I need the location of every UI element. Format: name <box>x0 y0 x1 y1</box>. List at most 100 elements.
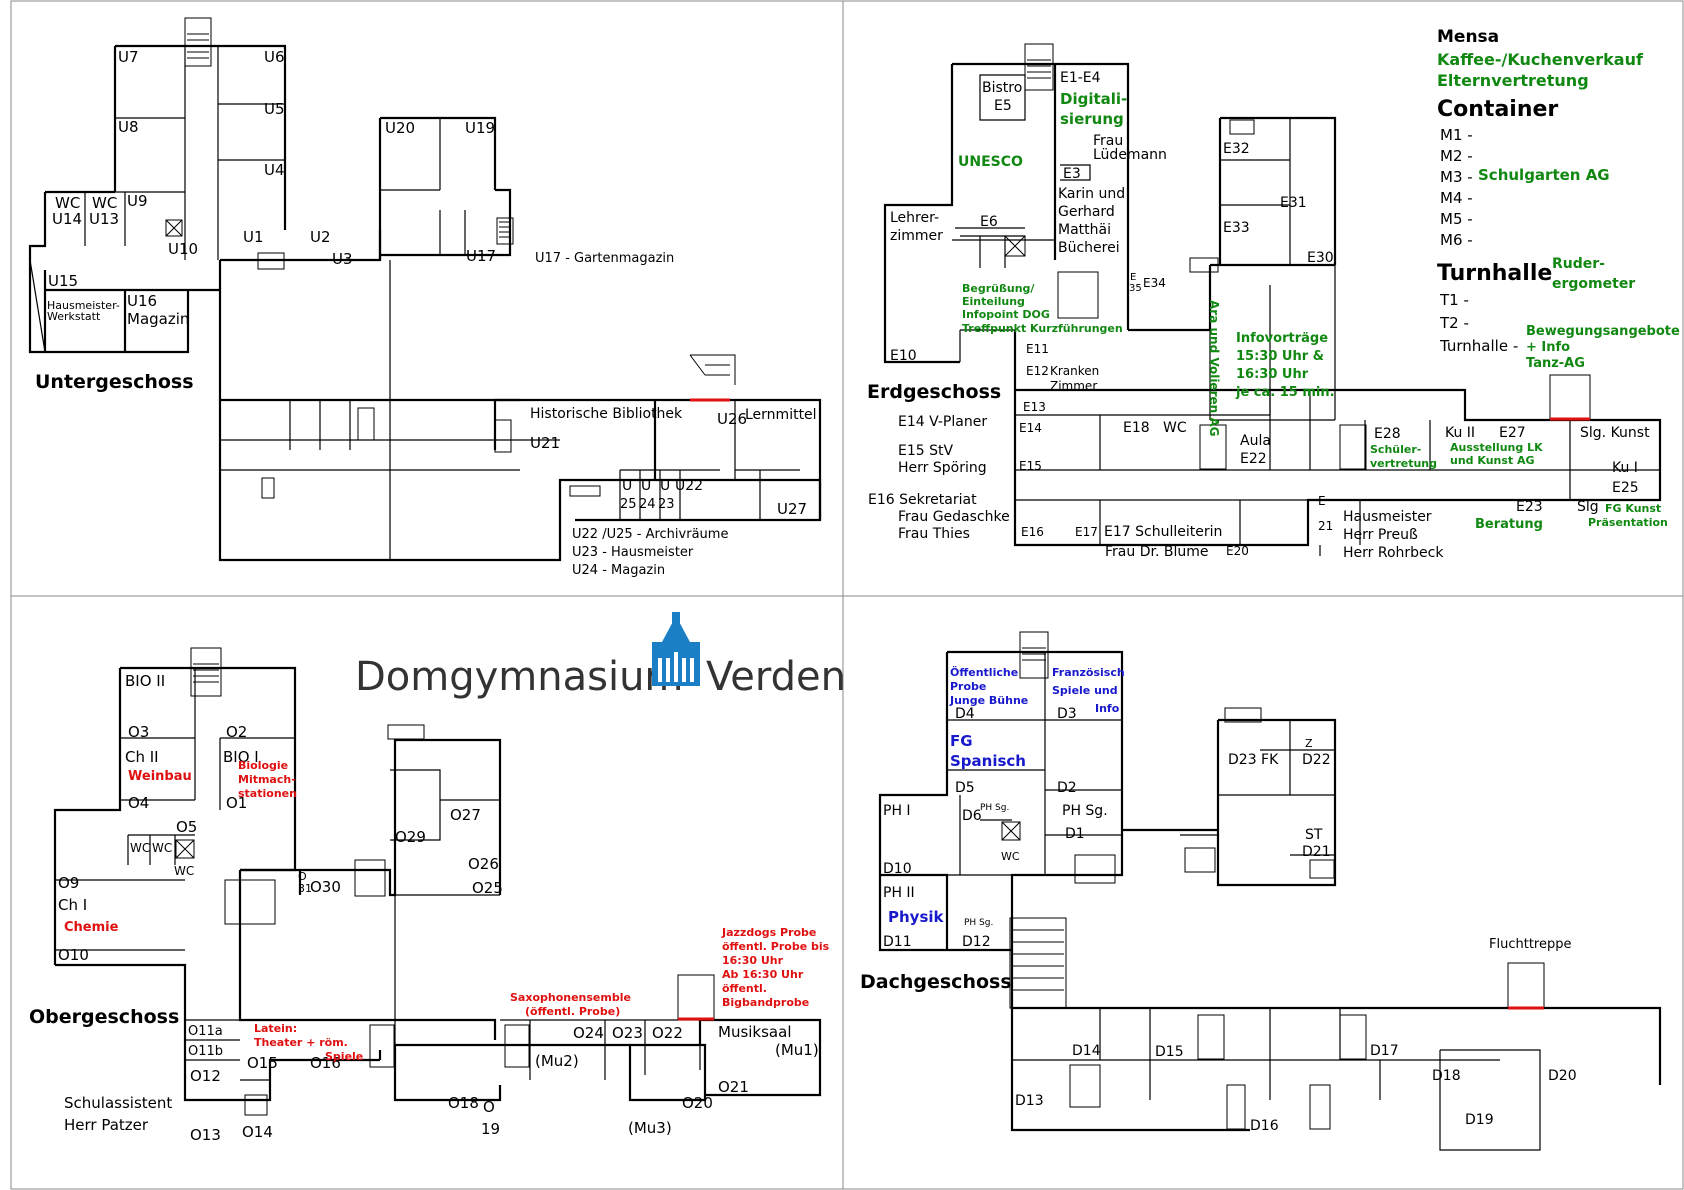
room-label: WC <box>174 864 194 878</box>
room-label: Slg. Kunst <box>1580 425 1650 441</box>
room-label: Herr Preuß <box>1343 527 1418 543</box>
event-label: je ca. 15 min. <box>1235 385 1335 400</box>
room-label: O27 <box>450 806 481 824</box>
room-label: E17 <box>1075 525 1098 539</box>
room-label: Hausmeister- <box>47 299 120 312</box>
room-label: Lüdemann <box>1093 147 1167 163</box>
event-label: Französisch <box>1052 666 1125 679</box>
turnhalle-event: ergometer <box>1552 276 1635 292</box>
event-label: sierung <box>1060 110 1124 128</box>
room-note: U23 - Hausmeister <box>572 545 694 560</box>
room-label: E34 <box>1143 276 1166 290</box>
room-label: E27 <box>1499 425 1526 441</box>
room-label: U4 <box>264 161 285 179</box>
floor-title: Erdgeschoss <box>867 381 1001 403</box>
room-label: D11 <box>883 934 912 950</box>
room-label: 21 <box>1318 519 1333 533</box>
room-label: U14 <box>52 210 82 228</box>
room-label: Ch I <box>58 896 87 914</box>
room-label: D14 <box>1072 1043 1101 1059</box>
floor-title: Dachgeschoss <box>860 971 1012 993</box>
event-label: Treffpunkt Kurzführungen <box>962 322 1123 335</box>
room-label: E12 <box>1026 364 1049 378</box>
room-label: 25 <box>620 497 637 512</box>
room-label: E6 <box>980 214 998 230</box>
room-label: E5 <box>994 98 1012 114</box>
obergeschoss-labels: BIO II O3 O2 Ch II BIO I O4 O1 O5 WC WC … <box>29 672 819 1144</box>
room-label: E25 <box>1612 480 1639 496</box>
room-label: 23 <box>658 497 675 512</box>
room-label: Z <box>1305 737 1313 750</box>
room-label: U20 <box>385 119 415 137</box>
room-label: Zimmer <box>1050 379 1097 393</box>
container-event: Schulgarten AG <box>1478 166 1610 184</box>
room-label: E <box>1318 494 1326 508</box>
room-label: Ku I <box>1612 460 1638 476</box>
room-label: WC <box>152 841 172 855</box>
room-label: PH Sg. <box>964 918 993 928</box>
event-label: Spanisch <box>950 752 1026 770</box>
room-label: D5 <box>955 780 975 796</box>
room-label: Gerhard <box>1058 204 1115 220</box>
legend-line: Herr Patzer <box>64 1116 149 1134</box>
turnhalle-event: Tanz-AG <box>1526 356 1585 371</box>
room-label: U26 <box>717 410 747 428</box>
room-label: Karin und <box>1058 186 1125 202</box>
turnhalle-title: Turnhalle <box>1437 261 1552 286</box>
floor-title: Obergeschoss <box>29 1006 179 1028</box>
event-label: Infovorträge <box>1236 331 1328 346</box>
obergeschoss-events: Weinbau Biologie Mitmach- stationen Chem… <box>64 759 830 1063</box>
room-label: Ch II <box>125 748 159 766</box>
dachgeschoss-walls <box>878 631 1662 1151</box>
room-label: D6 <box>962 808 982 824</box>
room-label: O9 <box>58 874 79 892</box>
room-label: E32 <box>1223 141 1250 157</box>
event-label: Bigbandprobe <box>722 996 809 1009</box>
room-label: 24 <box>639 497 656 512</box>
room-label: O25 <box>472 879 503 897</box>
event-label: Präsentation <box>1588 516 1668 529</box>
event-label: Öffentliche <box>950 665 1018 679</box>
container-item: M6 - <box>1440 231 1473 249</box>
room-label: O12 <box>190 1067 221 1085</box>
room-label: D15 <box>1155 1044 1184 1060</box>
room-label: (Mu2) <box>535 1052 579 1070</box>
room-label: D4 <box>955 706 975 722</box>
room-label: U19 <box>465 119 495 137</box>
room-label: U13 <box>89 210 119 228</box>
room-label: U1 <box>243 228 264 246</box>
logo-text-right: Verden <box>706 654 846 700</box>
erdgeschoss-labels: Bistro E5 E1-E4 Frau Lüdemann E3 Karin u… <box>867 70 1650 561</box>
school-logo: Domgymnasium Verden <box>355 612 846 700</box>
room-label: E20 <box>1226 544 1249 558</box>
room-label: ST <box>1305 827 1323 843</box>
room-label: Hausmeister <box>1343 509 1432 525</box>
room-label: D17 <box>1370 1043 1399 1059</box>
event-label: Mitmach- <box>238 773 296 786</box>
room-label: O2 <box>226 723 247 741</box>
room-label: WC <box>1001 850 1020 863</box>
room-label: Frau Dr. Blume <box>1105 544 1208 560</box>
room-label: O5 <box>176 818 197 836</box>
container-item: M5 - <box>1440 210 1473 228</box>
room-label: U5 <box>264 100 285 118</box>
room-label: Herr Rohrbeck <box>1343 545 1444 561</box>
room-label: Werkstatt <box>47 310 101 323</box>
mensa-item: Elternvertretung <box>1437 71 1589 90</box>
room-label: U <box>660 478 670 494</box>
room-label: O11a <box>188 1024 223 1039</box>
event-label: Infopoint DOG <box>962 308 1050 321</box>
room-label: D21 <box>1302 844 1331 860</box>
event-label: Physik <box>888 908 945 926</box>
room-label: D16 <box>1250 1118 1279 1134</box>
room-label: 31 <box>298 882 312 895</box>
erdgeschoss-side-legend: Mensa Kaffee-/Kuchenverkauf Elternvertre… <box>1437 27 1680 371</box>
event-label: öffentl. <box>722 982 767 995</box>
event-label: Chemie <box>64 920 119 935</box>
room-label: Aula <box>1240 433 1271 449</box>
event-label: Ara und Volieren AG <box>1207 300 1221 437</box>
legend-line: E14 V-Planer <box>898 414 987 430</box>
room-label: O13 <box>190 1126 221 1144</box>
room-label: U <box>622 478 632 494</box>
